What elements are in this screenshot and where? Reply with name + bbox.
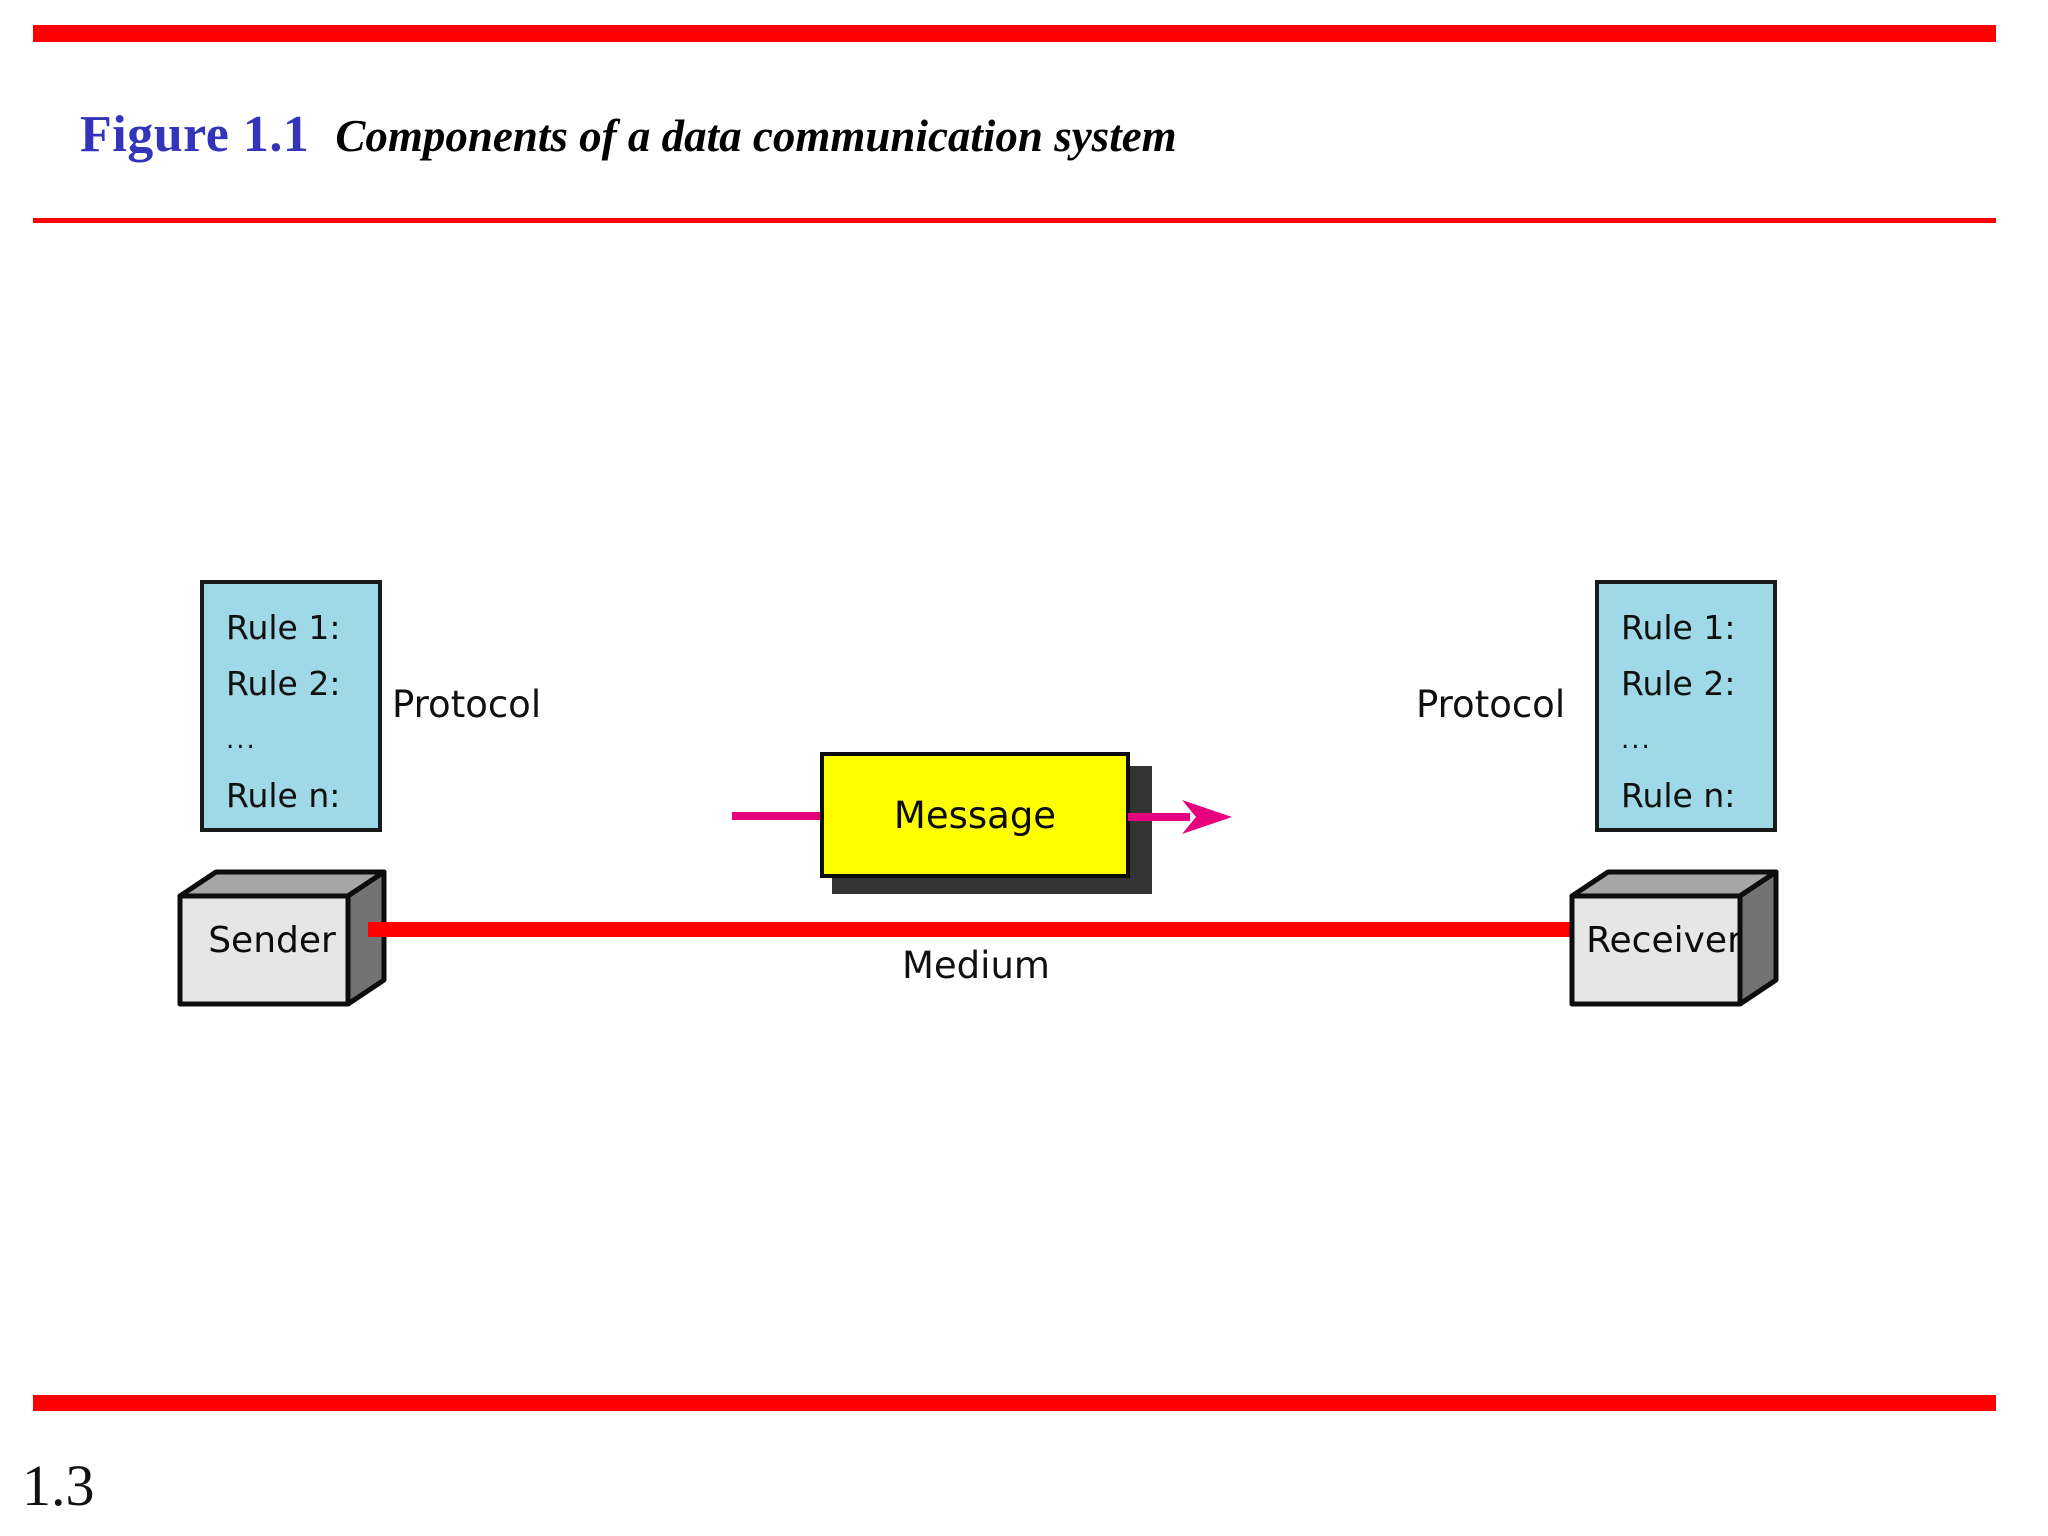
message-label: Message	[893, 793, 1057, 837]
bottom-accent-bar	[33, 1395, 1996, 1411]
transmission-medium-line	[368, 922, 1572, 937]
protocol-label-sender: Protocol	[392, 683, 542, 726]
rule-line: Rule 2:	[1621, 664, 1736, 703]
message-flow-line-in	[732, 812, 824, 820]
figure-number-label: Figure 1.1	[80, 106, 310, 163]
rule-line: Rule 1:	[226, 608, 341, 647]
message-flow-arrow-icon	[1128, 800, 1232, 834]
protocol-rule-box-sender: Rule 1: Rule 2: ... Rule n:	[200, 580, 382, 832]
protocol-rule-box-receiver: Rule 1: Rule 2: ... Rule n:	[1595, 580, 1777, 832]
receiver-3d-box-icon	[1569, 869, 1779, 1007]
rule-line-ellipsis: ...	[226, 725, 257, 755]
title-divider-rule	[33, 218, 1996, 223]
page-number: 1.3	[22, 1453, 95, 1518]
rule-line: Rule n:	[1621, 776, 1736, 815]
figure-caption-text: Components of a data communication syste…	[335, 111, 1177, 161]
receiver-node: Receiver	[1568, 868, 1780, 1008]
top-accent-bar	[33, 25, 1996, 42]
message-packet: Message	[820, 752, 1130, 878]
protocol-label-receiver: Protocol	[1416, 683, 1566, 726]
medium-label: Medium	[902, 944, 1050, 987]
rule-line: Rule 2:	[226, 664, 341, 703]
rule-line-ellipsis: ...	[1621, 725, 1652, 755]
page-title: Figure 1.1 Components of a data communica…	[80, 105, 1177, 164]
rule-line: Rule 1:	[1621, 608, 1736, 647]
rule-line: Rule n:	[226, 776, 341, 815]
sender-3d-box-icon	[177, 869, 387, 1007]
sender-node: Sender	[176, 868, 388, 1008]
